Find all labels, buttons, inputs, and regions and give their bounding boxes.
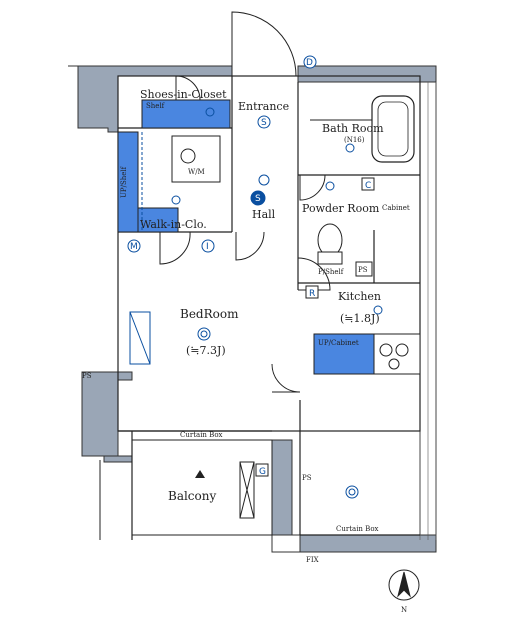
label-fix: FIX [306, 556, 319, 564]
label-kitchen: Kitchen [338, 290, 381, 303]
marker-d: D [306, 58, 313, 68]
marker-ps-left: PS [82, 372, 92, 380]
label-cabinet-small: Cabinet [382, 204, 410, 212]
label-curtain-box-bottom: Curtain Box [336, 525, 379, 533]
bathtub [371, 95, 415, 163]
marker-ps-balcony: PS [302, 474, 312, 482]
label-up-cabinet: UP/Cabinet [318, 339, 359, 347]
light-fixtures [171, 107, 383, 499]
balcony-arrow [195, 470, 205, 478]
label-shoes-closet: Shoes-in-Closet [140, 88, 227, 101]
label-wm: W/M [188, 168, 205, 176]
label-bath-room: Bath Room [322, 122, 384, 135]
label-hall: Hall [252, 208, 276, 221]
shoes-closet-fill [141, 99, 231, 129]
bedroom-closet [129, 311, 151, 365]
label-shelf: Shelf [146, 102, 166, 110]
label-powder-room: Powder Room [302, 202, 380, 215]
marker-r: R [309, 289, 315, 299]
label-north: N [401, 606, 407, 614]
balcony-frame [99, 439, 273, 540]
marker-circles [127, 55, 317, 253]
north-compass [388, 569, 420, 601]
stove-burners [379, 343, 409, 370]
walkin-shelf-fill-2 [137, 207, 179, 233]
marker-s1: S [261, 118, 267, 128]
label-entrance: Entrance [238, 100, 289, 113]
marker-m: M [130, 242, 138, 252]
label-bedroom-size: (≒7.3J) [186, 344, 226, 357]
label-ps-shelf: P/Shelf [318, 268, 345, 276]
marker-i: I [206, 242, 209, 252]
label-kitchen-size: (≒1.8J) [340, 312, 380, 325]
label-bedroom: BedRoom [180, 307, 239, 321]
marker-ps-box: PS [358, 266, 368, 274]
marker-squares [255, 177, 375, 477]
marker-g: G [259, 467, 266, 477]
marker-c: C [365, 181, 371, 191]
label-bath-size: (N16) [344, 136, 365, 144]
label-curtain-box-top: Curtain Box [180, 431, 223, 439]
label-up-shelf: UP/Shelf [120, 165, 128, 198]
toilet [317, 223, 343, 265]
label-balcony: Balcony [168, 489, 216, 503]
washing-machine [171, 135, 221, 183]
label-walk-in: Walk-in-Clo. [140, 218, 207, 231]
marker-s2: S [255, 194, 261, 204]
door-swings [159, 11, 331, 393]
walkin-shelf-fill [117, 131, 139, 233]
